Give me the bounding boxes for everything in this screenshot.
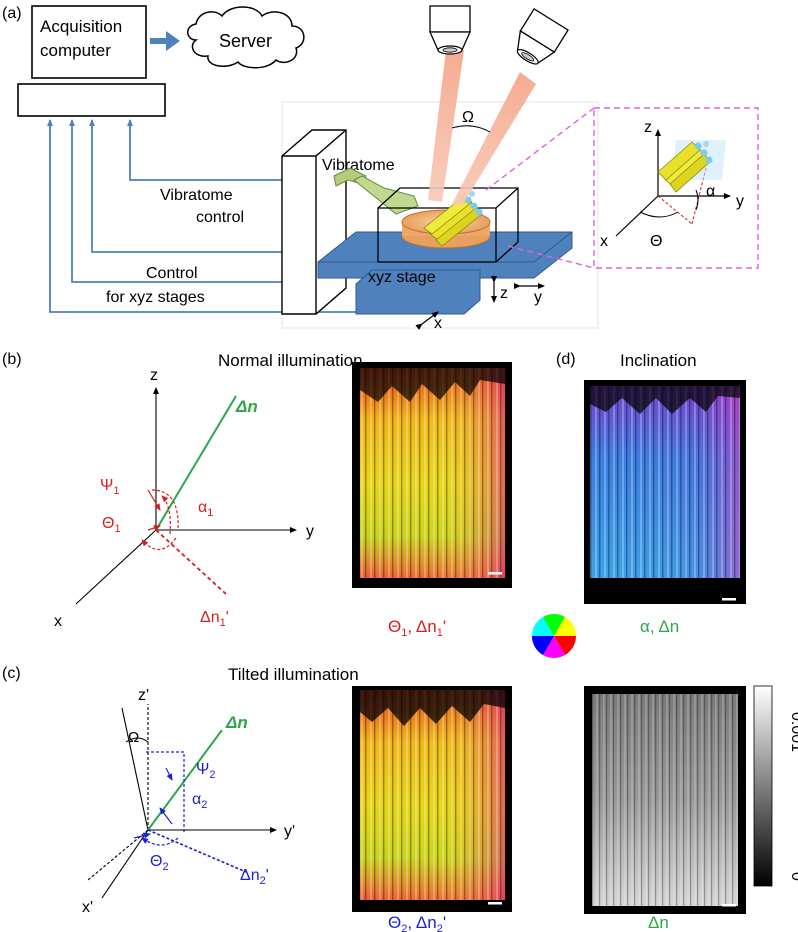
c-y-label: y' [284, 823, 295, 840]
colorbar-max-label: 0.001 [788, 712, 798, 752]
omega-arc [451, 125, 491, 133]
zoom-lines [485, 107, 759, 269]
vibratome-control-arrow [127, 119, 336, 181]
c-z-label: z' [138, 687, 149, 704]
x-motion-arrow [415, 311, 439, 330]
panel-d-tag: (d) [556, 351, 576, 368]
vibratome-control-label-2: control [196, 209, 244, 226]
colorbar [753, 685, 773, 887]
server-cloud-icon [187, 6, 305, 69]
panel-c-tag: (c) [2, 665, 21, 682]
stage-control-arrow-2 [69, 119, 340, 283]
c-x-label: x' [82, 899, 93, 916]
dn-projection-c [147, 829, 247, 873]
scale-bar-c [488, 902, 502, 905]
inset-y-label: y [736, 193, 744, 210]
stage-control-label-1: Control [146, 265, 198, 282]
scale-bar-b [488, 572, 502, 575]
inset-fiber-icon [657, 140, 726, 193]
dn-projection-b [155, 529, 227, 595]
stage-z-label: z [500, 285, 508, 302]
acquisition-label-line2: computer [40, 41, 111, 60]
c-omega-label: Ω [128, 729, 139, 746]
panel-a-tag: (a) [2, 5, 22, 22]
dn-vector-b [155, 395, 237, 531]
scale-bar-d1 [722, 598, 736, 601]
upload-arrow-icon [150, 31, 180, 51]
d-gray-caption: Δn [648, 913, 669, 932]
normal-beam [428, 50, 464, 202]
water-bath [377, 187, 519, 263]
panel-c-axes [87, 704, 277, 899]
b-dnp-label: Δn1' [200, 609, 229, 629]
acquisition-computer-monitor [31, 5, 147, 79]
b-psi-label: Ψ1 [100, 477, 120, 497]
control-lines [47, 119, 356, 313]
colorbar-min-label: 0 [788, 872, 798, 881]
stage-x-label: x [434, 315, 442, 332]
b-theta-label: Θ1 [102, 515, 121, 535]
panel-b-axes [75, 387, 297, 605]
c-alpha-label: α2 [192, 791, 207, 811]
c-dn-label: Δn [225, 713, 248, 732]
panel-b-title: Normal illumination [218, 351, 363, 370]
xyz-stage-label: xyz stage [368, 269, 436, 286]
objective-tilted-icon [516, 7, 569, 65]
c-dnp-label: Δn2' [240, 867, 269, 887]
c-caption: Θ2, Δn2' [388, 913, 446, 932]
acquisition-label-line1: Acquisition [40, 17, 122, 36]
vibratome-arm [353, 175, 419, 215]
panel-d-title: Inclination [620, 351, 697, 370]
xyz-stage-top [317, 231, 573, 279]
panel-b-tag: (b) [2, 351, 22, 368]
acquisition-computer-base [17, 83, 166, 117]
vibratome-control-label-1: Vibratome [160, 187, 233, 204]
c-theta-label: Θ2 [150, 853, 169, 873]
inset-x-label: x [600, 233, 608, 250]
inset-axes [615, 129, 731, 237]
b-y-label: y [306, 523, 314, 540]
stage-y-label: y [534, 289, 542, 306]
stage-control-label-2: for xyz stages [106, 289, 205, 306]
b-caption: Θ1, Δn1' [388, 617, 446, 639]
panel-c-title: Tilted illumination [228, 665, 359, 684]
d-incl-caption: α, Δn [640, 617, 679, 636]
tilted-beam [452, 72, 536, 206]
stage-control-arrow-3 [47, 119, 356, 313]
color-wheel-legend [532, 614, 576, 658]
inset-z-label: z [644, 119, 652, 136]
b-z-label: z [150, 367, 158, 384]
b-x-label: x [54, 613, 62, 630]
xyz-stage-bottom [355, 269, 481, 315]
vibratome-label: Vibratome [322, 157, 395, 174]
objective-normal-icon [428, 5, 472, 55]
omega-label-a: Ω [462, 109, 474, 126]
inset-theta-label: Θ [650, 233, 662, 250]
server-label: Server [219, 31, 272, 51]
c-psi-label: Ψ2 [196, 761, 216, 781]
b-alpha-label: α1 [198, 499, 213, 519]
inset-alpha-label: α [706, 183, 715, 200]
b-dn-label: Δn [235, 397, 258, 416]
scale-bar-d2 [722, 904, 736, 907]
stage-control-arrow-1 [89, 119, 352, 253]
